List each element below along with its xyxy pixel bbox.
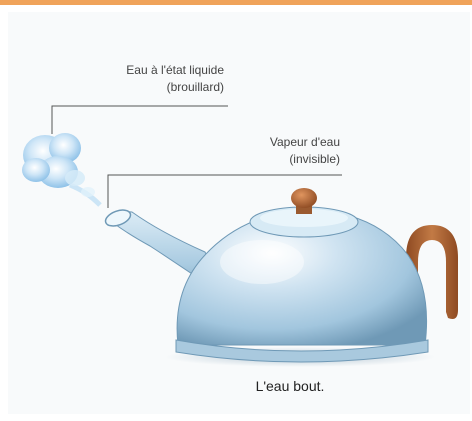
label-water-vapour: Vapeur d'eau <box>270 135 340 150</box>
leader-line-liquid <box>52 106 228 134</box>
steam-cloud <box>22 133 100 205</box>
label-liquid-water-note: (brouillard) <box>167 80 224 95</box>
label-liquid-water: Eau à l'état liquide <box>126 63 224 78</box>
kettle-highlight <box>220 240 304 284</box>
label-water-vapour-note: (invisible) <box>289 152 340 167</box>
figure-caption: L'eau bout. <box>200 378 380 394</box>
lid-knob <box>291 188 317 208</box>
